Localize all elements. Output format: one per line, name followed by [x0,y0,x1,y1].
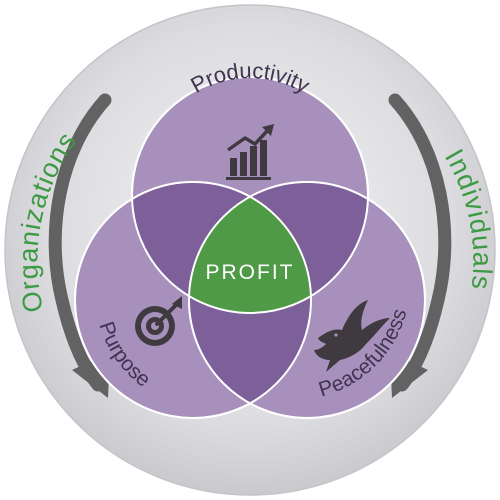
right-arrow [388,93,452,392]
target-arrow-icon [135,296,182,346]
productivity-outline [131,76,369,314]
purpose-outline [74,181,312,419]
dove-icon [314,300,390,372]
bar-chart-growth-icon [226,124,274,180]
profit-label: PROFIT [206,261,295,284]
left-arrow [48,93,112,392]
peacefulness-outline [188,181,426,419]
